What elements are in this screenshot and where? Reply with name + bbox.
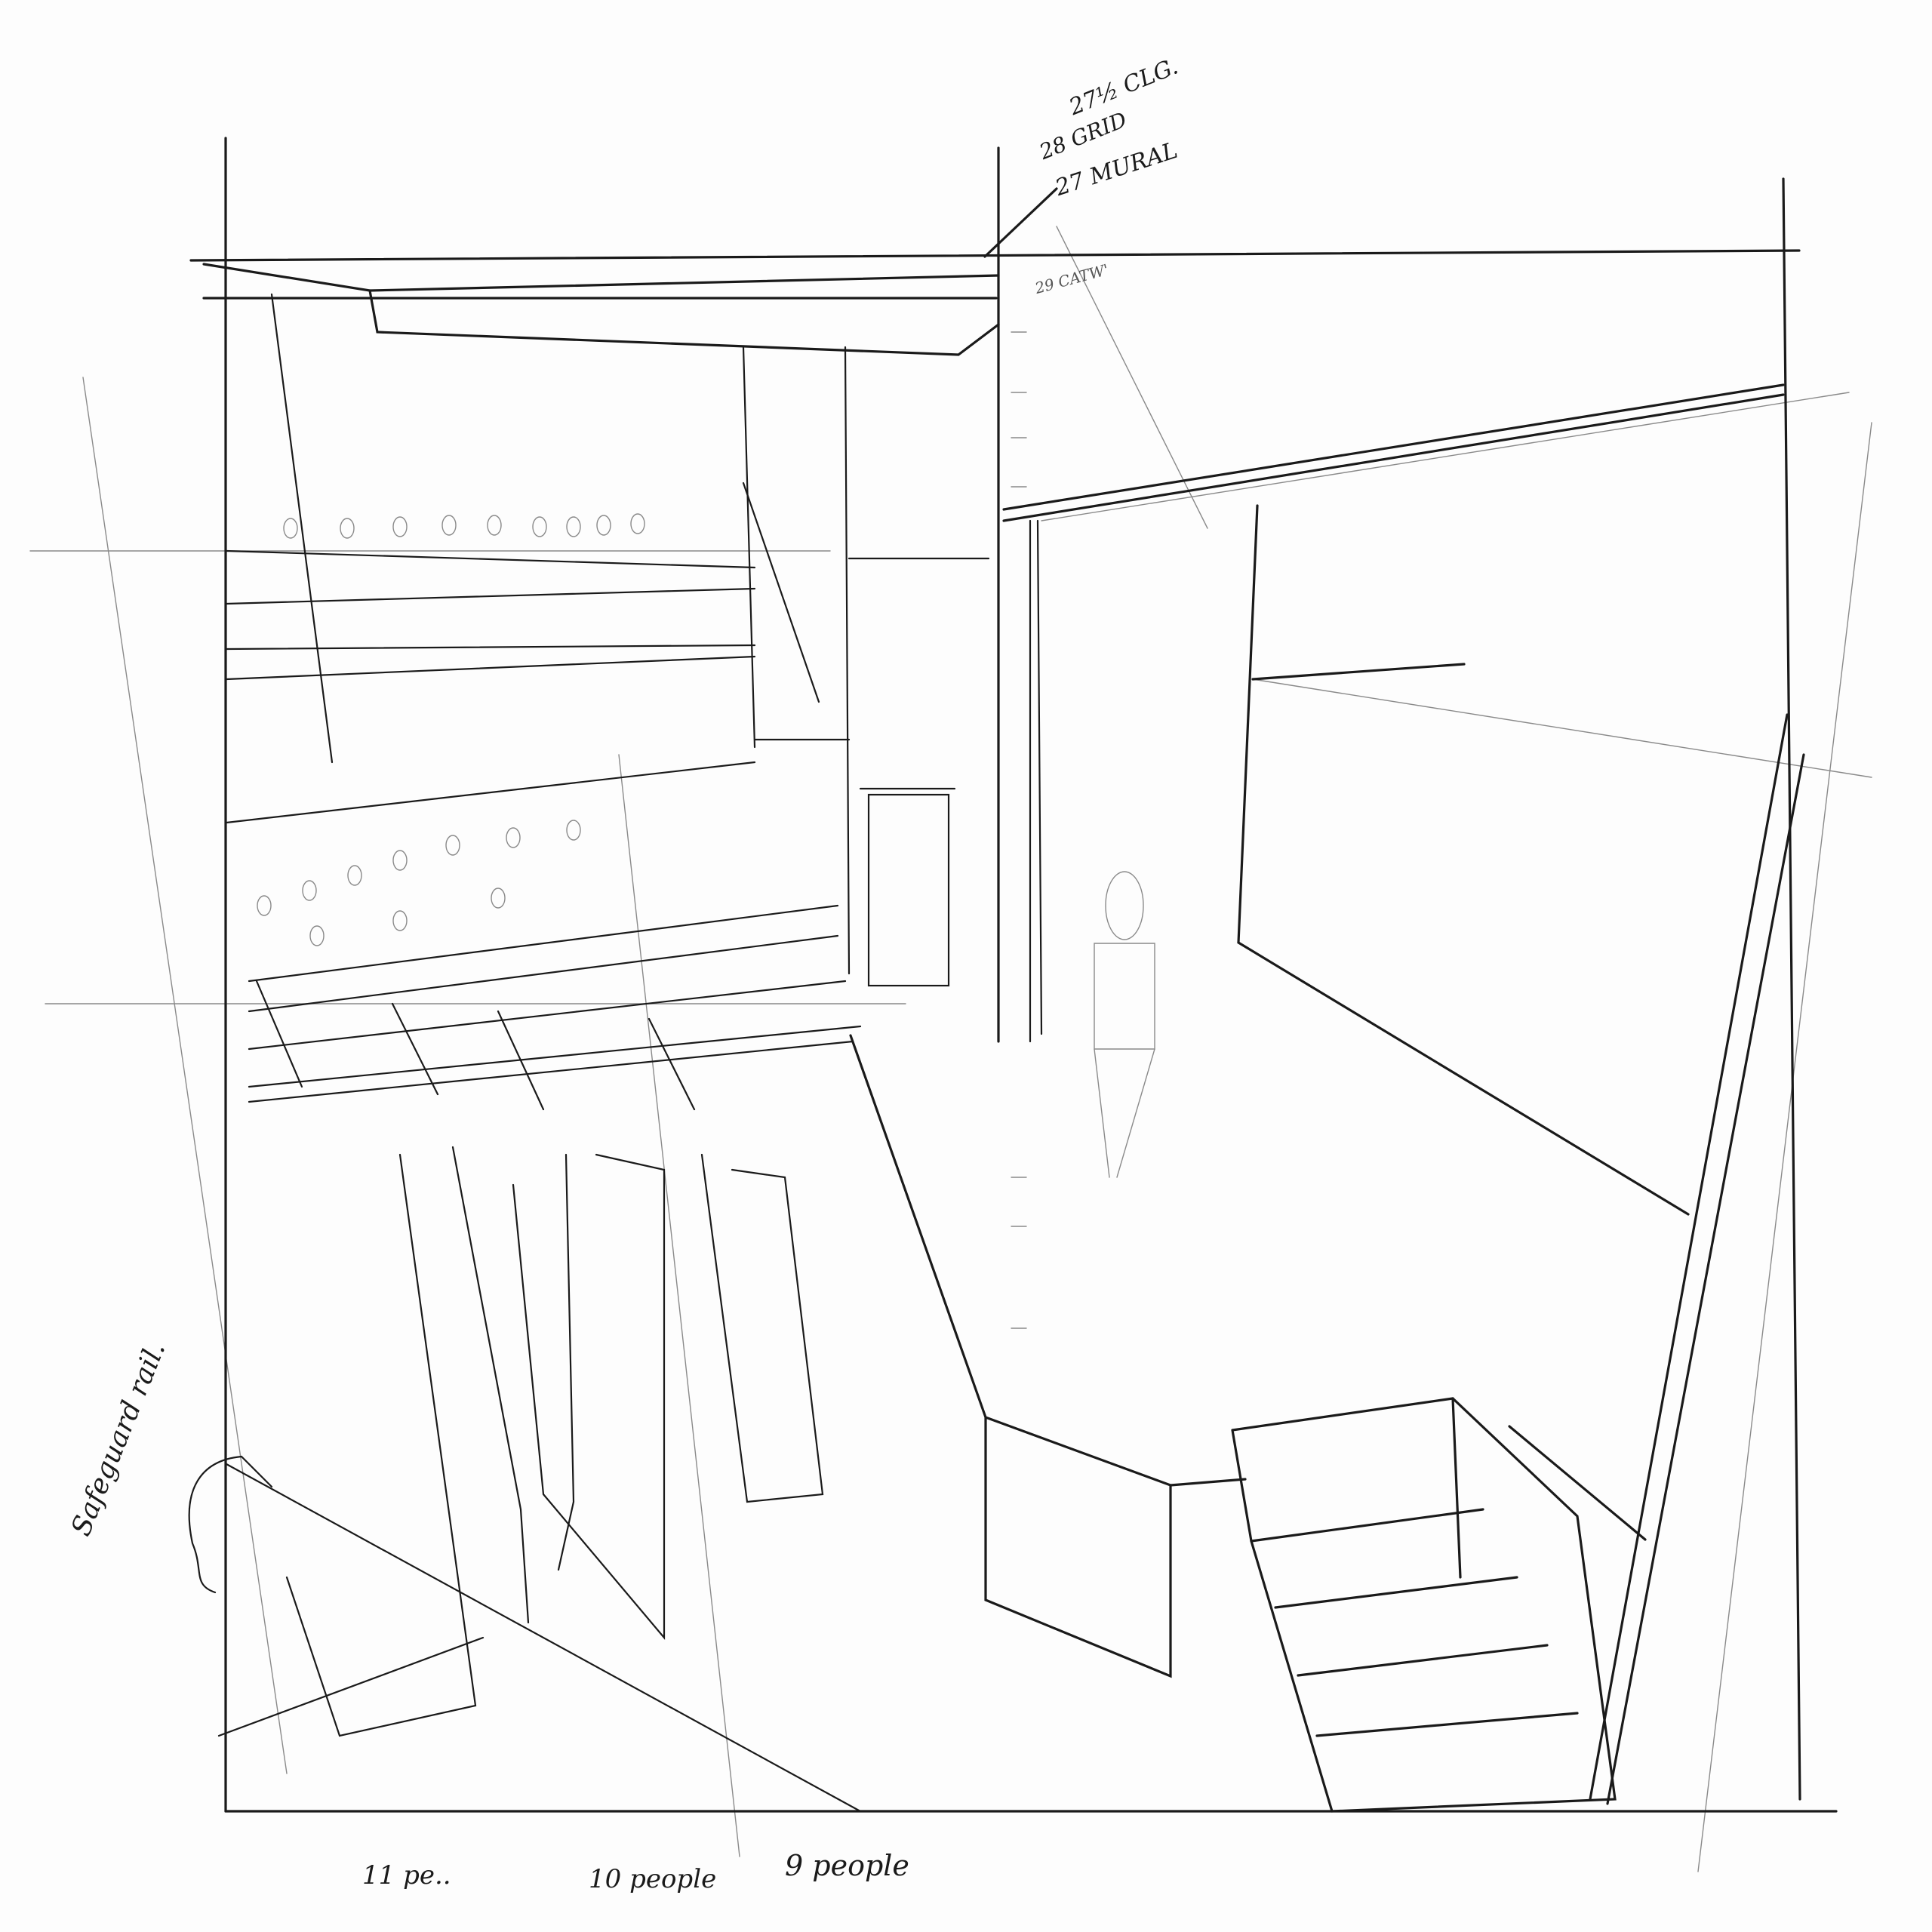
stair-block xyxy=(1231,1397,1647,1813)
label-9-people: 9 people xyxy=(785,1849,909,1882)
label-11-people: 11 pe.. xyxy=(362,1860,451,1890)
height-scale-ticks xyxy=(1011,331,1027,1329)
stage-right-wall xyxy=(1002,383,1805,1805)
frame-lines xyxy=(189,137,1838,1813)
audience-figures-upper xyxy=(257,513,645,946)
label-10-people: 10 people xyxy=(589,1864,717,1894)
balcony xyxy=(225,293,990,975)
performer-figure xyxy=(1094,871,1155,1178)
stage-edge xyxy=(849,1034,1247,1678)
seating-blocks xyxy=(217,1146,862,1813)
safeguard-rail-callout xyxy=(188,1455,273,1594)
construction-lines xyxy=(29,226,1872,1872)
door xyxy=(859,519,1043,1043)
seating-rows xyxy=(248,904,862,1111)
ceiling-beam xyxy=(202,263,1000,356)
